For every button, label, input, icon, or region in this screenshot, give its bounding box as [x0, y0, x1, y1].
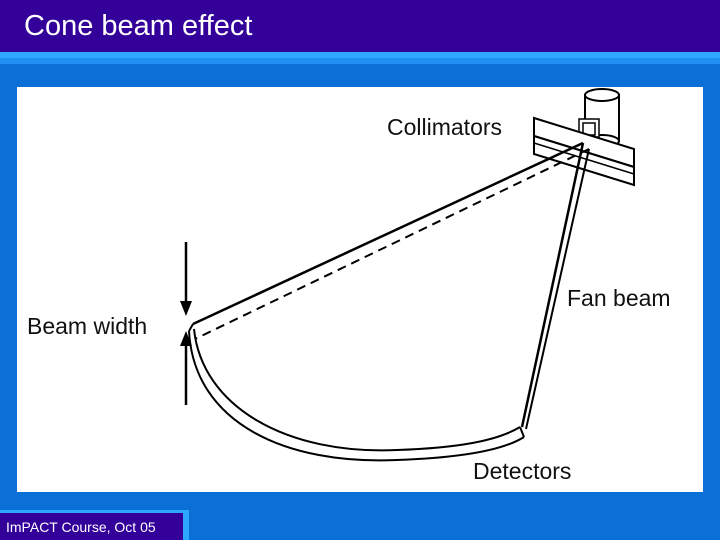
footer-text: ImPACT Course, Oct 05 [6, 519, 156, 535]
fan-beam [192, 141, 590, 430]
fan-beam-label: Fan beam [567, 285, 671, 311]
title-bar [0, 0, 720, 52]
footer-accent [0, 510, 186, 513]
footer-accent-side [183, 510, 189, 540]
accent-stripe-lower [0, 58, 720, 64]
collimator-plates [533, 116, 635, 187]
footer-bar [0, 513, 183, 540]
beam-width-arrows [180, 242, 192, 405]
beam-width-label: Beam width [27, 313, 147, 339]
slide-title: Cone beam effect [24, 10, 253, 42]
cone-beam-diagram: Collimators Fan beam Beam width Detector… [27, 88, 671, 484]
detector-arc [188, 323, 525, 462]
accent-stripe [0, 52, 720, 58]
detectors-label: Detectors [473, 458, 571, 484]
diagram-panel: Collimators Fan beam Beam width Detector… [17, 87, 703, 492]
collimators-label: Collimators [387, 114, 502, 140]
